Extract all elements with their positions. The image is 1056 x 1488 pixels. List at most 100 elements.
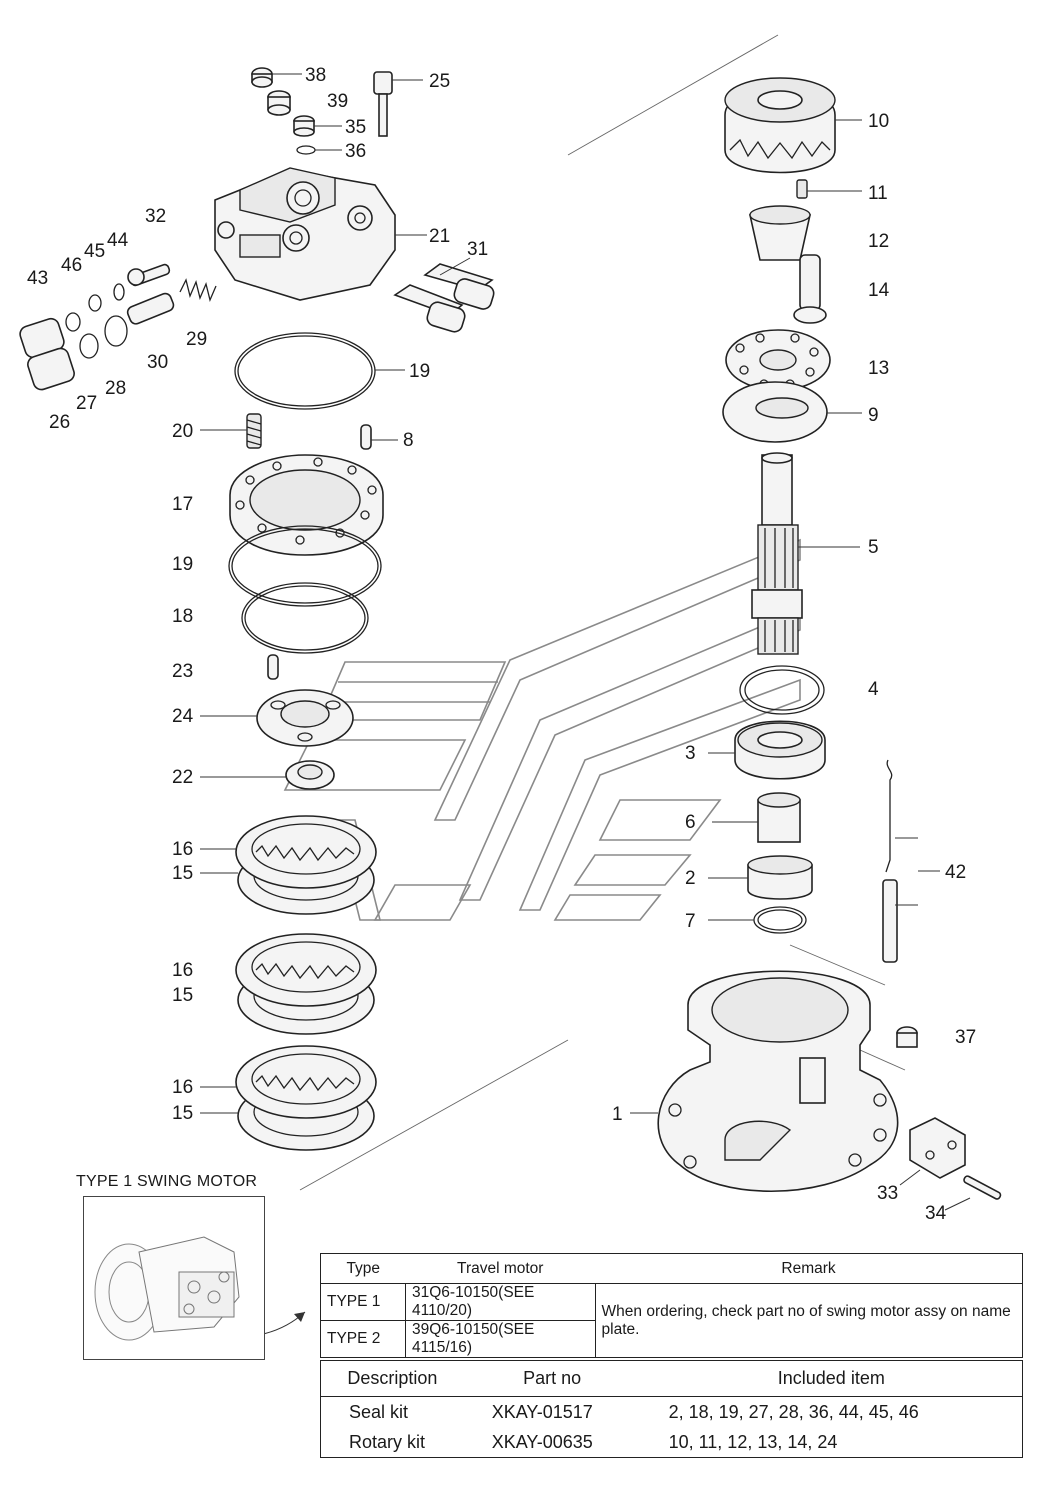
callout-2: 2	[685, 868, 696, 889]
callout-44: 44	[107, 230, 129, 251]
callout-19-lower: 19	[172, 554, 193, 575]
level-gauge-42	[882, 759, 898, 963]
ring-27	[79, 333, 99, 359]
table-row: TYPE 1 31Q6-10150(SEE 4110/20) When orde…	[320, 1283, 1023, 1358]
type1-motor-thumbnail	[83, 1196, 265, 1360]
callout-15-a: 15	[172, 863, 193, 884]
cap-39	[267, 90, 291, 116]
header-description: Description	[320, 1360, 464, 1397]
callout-32: 32	[145, 206, 166, 227]
callout-13: 13	[868, 358, 889, 379]
roller-bearing-3	[734, 720, 826, 780]
ring-46	[65, 312, 81, 332]
o-ring-19-upper	[234, 332, 376, 410]
ball-guide-12	[749, 205, 811, 261]
callout-33: 33	[877, 1183, 898, 1204]
callout-45: 45	[84, 241, 105, 262]
arrowhead-icon	[294, 1312, 305, 1322]
shoe-plate-9	[722, 381, 828, 443]
casing-1	[657, 970, 899, 1192]
friction-plates-set2	[235, 933, 377, 1035]
part-no-cell: XKAY-00635	[491, 1431, 593, 1452]
included-item-cell: 2, 18, 19, 27, 28, 36, 44, 45, 46	[668, 1401, 919, 1422]
plug-35	[293, 115, 315, 137]
callout-28: 28	[105, 378, 126, 399]
callout-3: 3	[685, 743, 696, 764]
ret-plate-24	[256, 689, 354, 747]
bolt-34	[963, 1175, 1002, 1200]
callout-8: 8	[403, 430, 414, 451]
plug-37	[896, 1026, 918, 1048]
callout-39: 39	[327, 91, 348, 112]
travel-motor-type-table: Type Travel motor Remark TYPE 1 31Q6-101…	[320, 1253, 1023, 1358]
o-ring-19-lower	[228, 525, 382, 607]
part-no-cell: XKAY-01517	[491, 1401, 593, 1422]
travel-motor-cell: 31Q6-10150(SEE 4110/20)	[405, 1283, 596, 1321]
callout-12: 12	[868, 231, 889, 252]
callout-34: 34	[925, 1203, 947, 1224]
callout-42: 42	[945, 862, 966, 883]
callout-23: 23	[172, 661, 193, 682]
o-ring-19-upper-in	[237, 335, 373, 407]
callout-15-c: 15	[172, 1103, 193, 1124]
callout-21: 21	[429, 226, 450, 247]
kit-table: Description Part no Included item Seal k…	[320, 1360, 1023, 1458]
friction-plates-set3	[235, 1045, 377, 1151]
snap-ring-4	[739, 665, 825, 715]
callout-5: 5	[868, 537, 879, 558]
table-row: TYPE 2 39Q6-10150(SEE 4115/16)	[320, 1320, 1023, 1358]
travel-motor-cell: 39Q6-10150(SEE 4115/16)	[412, 1321, 535, 1356]
spring-20	[246, 413, 262, 449]
callout-16-a: 16	[172, 839, 193, 860]
assembly-guide-lines	[299, 34, 906, 1191]
piston-14	[793, 254, 827, 324]
callout-9: 9	[868, 405, 879, 426]
valve-32	[127, 263, 171, 287]
callout-15-b: 15	[172, 985, 193, 1006]
callout-10: 10	[868, 111, 889, 132]
spool-31b	[393, 284, 466, 333]
bearing-22	[285, 760, 335, 790]
callout-16-b: 16	[172, 960, 193, 981]
type1-caption: TYPE 1 SWING MOTOR	[76, 1173, 258, 1190]
description-cell: Seal kit	[349, 1401, 409, 1422]
leader-lines	[200, 73, 971, 1211]
header-travel-motor: Travel motor	[405, 1253, 596, 1284]
valve-cover-21	[214, 167, 396, 301]
o-ring-19-lower-in	[231, 528, 379, 604]
valve-plate-17	[229, 454, 384, 556]
callout-17: 17	[172, 494, 193, 515]
spring-29	[179, 278, 217, 303]
drive-shaft-5	[751, 452, 803, 655]
cylinder-block-10	[724, 77, 836, 174]
callout-1: 1	[612, 1104, 623, 1125]
callout-26: 26	[49, 412, 70, 433]
pin-23	[267, 654, 279, 680]
callout-19-upper: 19	[409, 361, 430, 382]
remark-cell: When ordering, check part no of swing mo…	[594, 1283, 1023, 1358]
callout-6: 6	[685, 812, 696, 833]
set-plate-13	[725, 329, 831, 391]
callout-29: 29	[186, 329, 207, 350]
callout-4: 4	[868, 679, 879, 700]
friction-plates-set1	[235, 815, 377, 915]
callout-43: 43	[27, 268, 48, 289]
ring-44	[113, 283, 125, 301]
o-ring-18	[241, 582, 369, 654]
valve-block-33	[909, 1117, 966, 1179]
callout-38: 38	[305, 65, 326, 86]
callout-labels: 38 39 35 36 25 32 44 45 46 43 21 31 29 3…	[27, 65, 976, 1224]
callout-46: 46	[61, 255, 82, 276]
included-item-cell: 10, 11, 12, 13, 14, 24	[668, 1431, 838, 1452]
spool-31a	[423, 263, 495, 310]
callout-36: 36	[345, 141, 366, 162]
description-cell: Rotary kit	[349, 1431, 426, 1452]
callout-11: 11	[868, 183, 888, 204]
callout-22: 22	[172, 767, 193, 788]
callout-31: 31	[467, 239, 488, 260]
plunger-30	[126, 292, 175, 325]
callout-7: 7	[685, 911, 696, 932]
bushing-2	[747, 855, 813, 900]
ring-45	[88, 294, 102, 312]
